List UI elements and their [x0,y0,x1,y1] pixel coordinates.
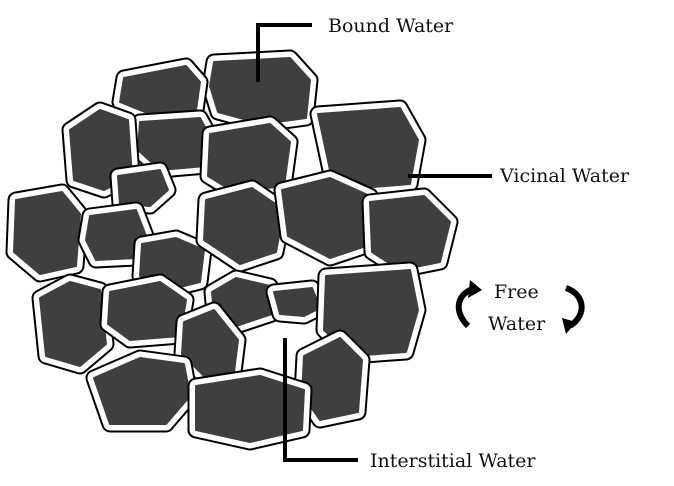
circular-arrow-left-icon [455,280,482,329]
particle-core [117,169,169,207]
soil-particle [5,183,89,283]
vicinal-water-label: Vicinal Water [499,165,630,187]
soil-particle [309,99,427,197]
particle-cluster [5,49,459,451]
free-water-label-line2: Water [488,313,546,335]
soil-particle [99,273,195,349]
bound-water-callout: Bound Water [256,15,454,82]
particle-core [13,191,81,275]
circular-arrow-right-icon [562,285,585,334]
bound-water-leader-line [256,23,312,82]
particle-core [369,195,451,271]
particle-core [195,375,305,443]
interstitial-water-callout: Interstitial Water [283,338,536,472]
interstitial-water-leader-line [283,338,358,462]
soil-particle [31,273,115,375]
interstitial-water-label: Interstitial Water [370,450,536,472]
particle-core [209,57,311,125]
soil-particle [187,367,313,451]
soil-particle [195,179,293,273]
soil-particle [361,187,459,279]
particle-core [39,281,107,367]
bound-water-label: Bound Water [328,15,454,37]
particle-core [107,281,187,341]
free-water-label-line1: Free [494,281,539,303]
free-water-callout: Free Water [455,280,585,335]
soil-particle [109,161,177,215]
soil-particle [85,349,199,433]
vicinal-water-callout: Vicinal Water [408,165,630,187]
soil-particle [273,169,381,267]
soil-particle [265,279,329,325]
soil-particle [111,57,209,123]
particle-core [203,187,285,265]
soil-particle [201,49,319,133]
particle-core [273,287,321,317]
